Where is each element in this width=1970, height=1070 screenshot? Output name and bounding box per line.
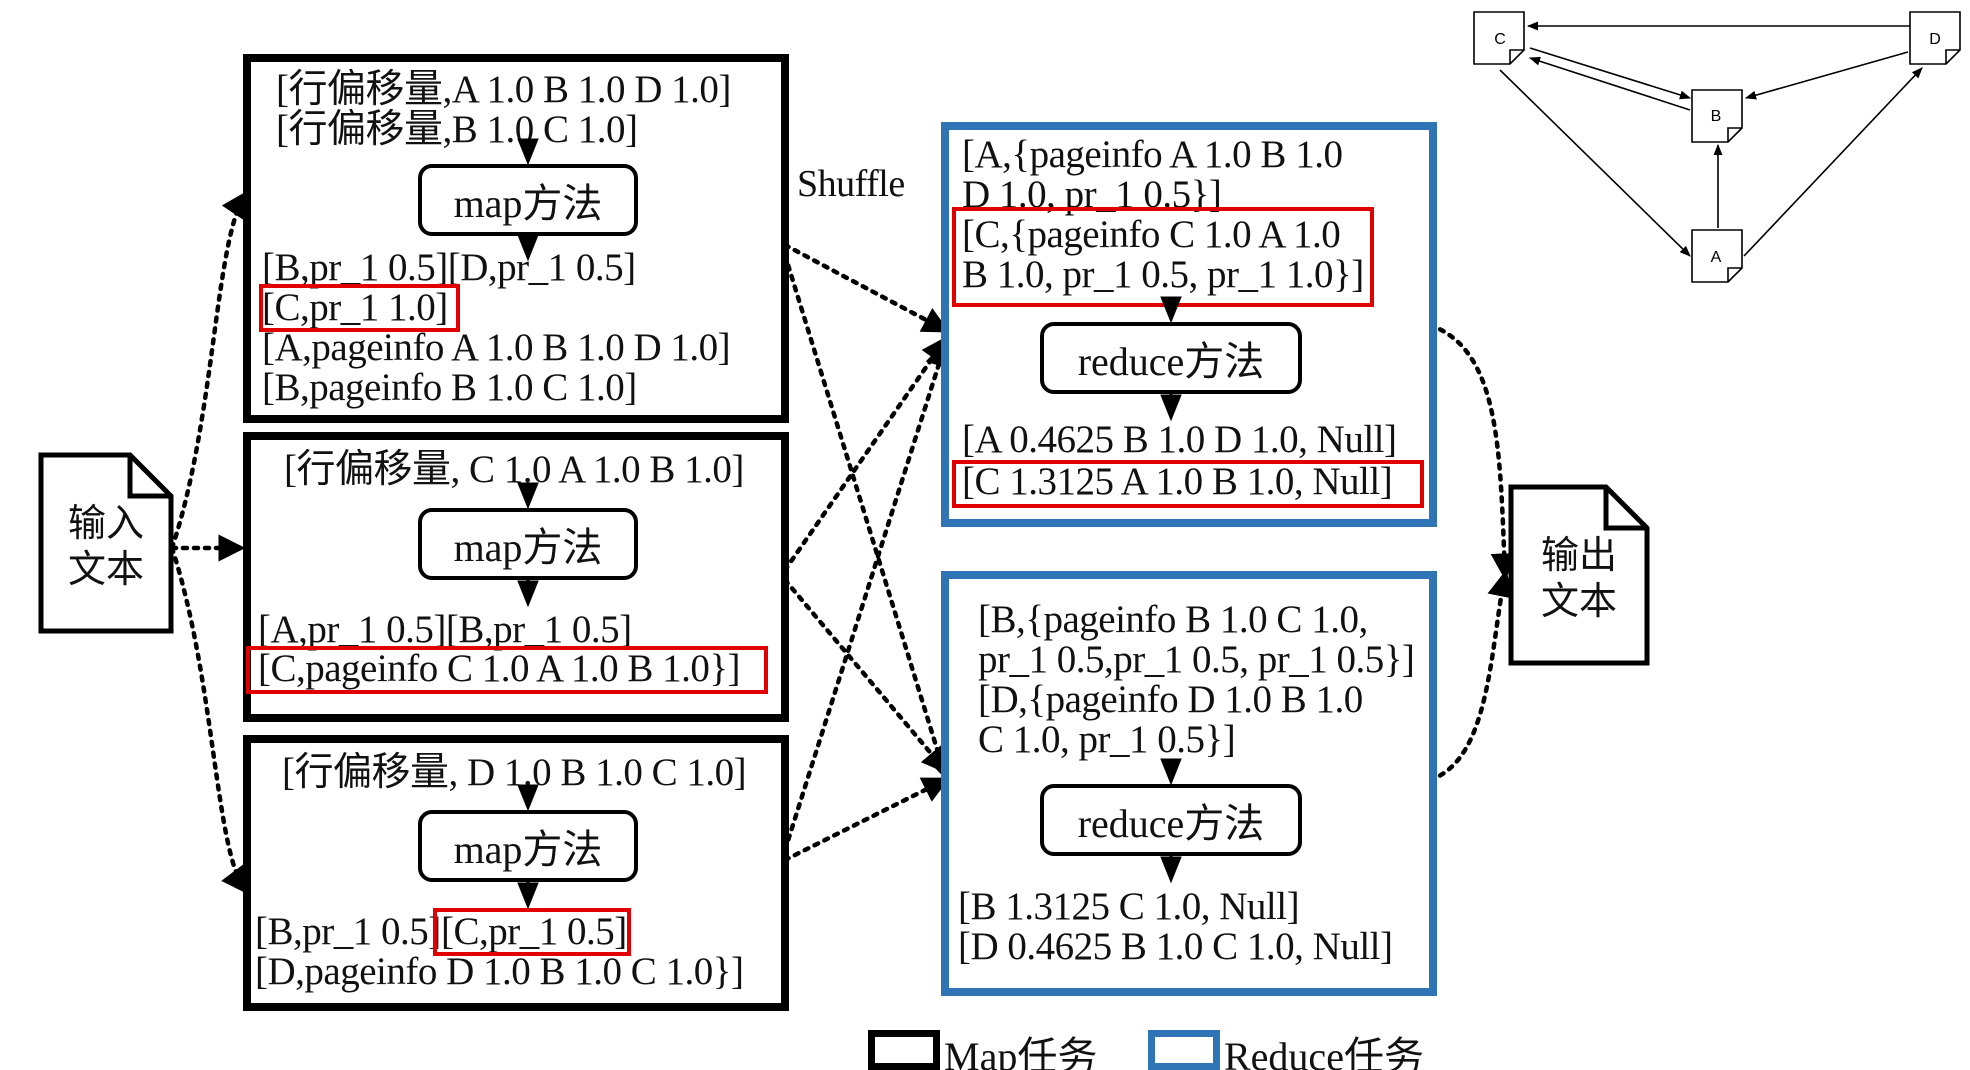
- map3-input-1: [行偏移量, D 1.0 B 1.0 C 1.0]: [282, 751, 747, 794]
- reduce1-method-box: reduce方法: [1040, 322, 1302, 394]
- map1-output-3: [A,pageinfo A 1.0 B 1.0 D 1.0]: [262, 326, 731, 369]
- input-document-line2: 文本: [67, 547, 144, 591]
- node-c-label: C: [1494, 31, 1506, 48]
- reduce2-output-1: [B 1.3125 C 1.0, Null]: [958, 885, 1300, 928]
- legend-reduce-label: Reduce任务: [1224, 1034, 1424, 1070]
- reduce2-input-4: C 1.0, pr_1 0.5}]: [978, 718, 1236, 761]
- map-task-1: [243, 54, 789, 423]
- reduce2-input-2: pr_1 0.5,pr_1 0.5, pr_1 0.5}]: [978, 638, 1415, 681]
- node-a-shape: [1691, 229, 1743, 283]
- reduce2-input-3: [D,{pageinfo D 1.0 B 1.0: [978, 678, 1363, 721]
- legend-map-swatch: [868, 1030, 940, 1070]
- reduce2-output-2: [D 0.4625 B 1.0 C 1.0, Null]: [958, 925, 1393, 968]
- reduce1-output-1: [A 0.4625 B 1.0 D 1.0, Null]: [962, 418, 1397, 461]
- node-c-shape: [1473, 11, 1525, 65]
- reduce1-to-output-arrow: [1427, 322, 1518, 581]
- map1-to-reduce1-arrow: [782, 242, 950, 333]
- map1-input-1: [行偏移量,A 1.0 B 1.0 D 1.0]: [276, 68, 731, 111]
- map2-output-2-highlight: [246, 646, 768, 694]
- map3-method-box: map方法: [418, 810, 638, 882]
- map1-output-4: [B,pageinfo B 1.0 C 1.0]: [262, 366, 637, 409]
- legend: Map任务 Reduce任务: [866, 1020, 1426, 1070]
- map3-output-3: [D,pageinfo D 1.0 B 1.0 C 1.0}]: [255, 950, 744, 993]
- output-document-icon: 输出 文本: [1508, 484, 1650, 666]
- reduce2-input-1: [B,{pageinfo B 1.0 C 1.0,: [978, 598, 1368, 641]
- input-document-icon: 输入 文本: [38, 452, 174, 634]
- input-to-map3-arrow: [169, 545, 249, 895]
- map1-method-box: map方法: [418, 164, 638, 236]
- edge-d-b: [1744, 51, 1909, 100]
- reduce1-output-2: [C 1.3125 A 1.0 B 1.0, Null]: [962, 460, 1393, 503]
- map2-to-reduce2-arrow: [782, 577, 949, 775]
- node-d-label: D: [1929, 31, 1941, 48]
- map2-output-1: [A,pr_1 0.5][B,pr_1 0.5]: [258, 608, 632, 651]
- legend-reduce-swatch: [1148, 1030, 1220, 1070]
- edge-c-a: [1499, 69, 1691, 257]
- map2-output-2: [C,pageinfo C 1.0 A 1.0 B 1.0}]: [258, 647, 741, 690]
- map2-method-box: map方法: [418, 508, 638, 580]
- reduce2-to-output-arrow: [1427, 569, 1515, 783]
- input-document-line1: 输入: [67, 501, 144, 545]
- reduce2-method-box: reduce方法: [1040, 784, 1302, 856]
- node-b-label: B: [1711, 108, 1722, 125]
- map3-to-reduce1-arrow: [782, 339, 952, 853]
- map3-output-2-highlight: [433, 908, 631, 956]
- map1-output-1: [B,pr_1 0.5][D,pr_1 0.5]: [262, 246, 636, 289]
- node-a-label: A: [1711, 249, 1722, 266]
- reduce1-input-4: B 1.0, pr_1 0.5, pr_1 1.0}]: [962, 253, 1364, 296]
- input-to-map1-arrow: [169, 190, 248, 551]
- node-d-shape: [1909, 11, 1961, 65]
- node-b-shape: [1691, 89, 1743, 143]
- map3-output-2: [C,pr_1 0.5]: [441, 910, 627, 953]
- legend-map-label: Map任务: [944, 1034, 1098, 1070]
- edge-b-c: [1528, 56, 1691, 111]
- edge-c-b: [1529, 47, 1692, 100]
- reduce1-input-3: [C,{pageinfo C 1.0 A 1.0: [962, 213, 1341, 256]
- map2-input-1: [行偏移量, C 1.0 A 1.0 B 1.0]: [284, 448, 744, 491]
- map2-to-reduce1-arrow: [782, 335, 949, 573]
- output-document-line1: 输出: [1540, 533, 1617, 577]
- reduce1-input-1: [A,{pageinfo A 1.0 B 1.0: [962, 133, 1343, 176]
- map3-to-reduce2-arrow: [782, 777, 950, 863]
- map1-to-reduce2-arrow: [782, 252, 952, 781]
- reduce-task-2: [941, 571, 1437, 996]
- shuffle-label: Shuffle: [797, 163, 905, 205]
- map1-output-2: [C,pr_1 1.0]: [262, 286, 448, 329]
- reduce1-output-2-highlight: [952, 460, 1424, 508]
- map1-input-2: [行偏移量,B 1.0 C 1.0]: [276, 108, 638, 151]
- map1-output-2-highlight: [259, 284, 460, 332]
- input-document-label: 输入 文本: [38, 500, 174, 592]
- output-document-line2: 文本: [1540, 579, 1617, 623]
- output-document-label: 输出 文本: [1508, 532, 1650, 624]
- edge-a-d: [1743, 67, 1923, 257]
- map3-output-1: [B,pr_1 0.5]: [255, 910, 441, 953]
